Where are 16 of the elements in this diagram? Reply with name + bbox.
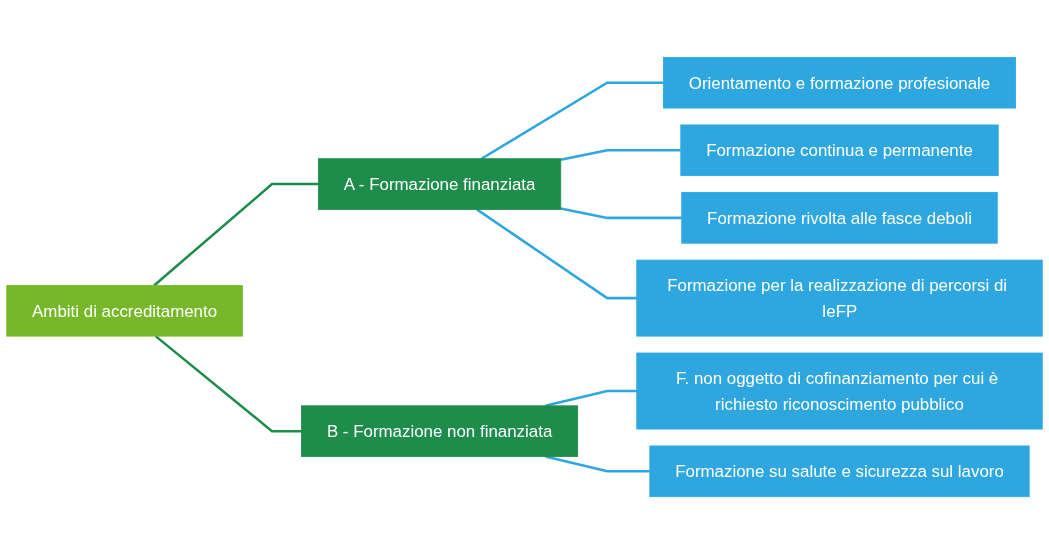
node-box: Formazione per la realizzazione di percorsi di IeFP — [636, 259, 1043, 337]
connector — [560, 207, 682, 220]
connector — [560, 149, 681, 161]
node-box: Orientamento e formazione profesionale — [663, 56, 1016, 109]
node-box: Formazione continua e permanente — [680, 124, 999, 177]
connector — [545, 455, 650, 473]
node-box: A - Formazione finanziata — [318, 158, 562, 210]
connector — [153, 182, 319, 287]
node-box: Formazione rivolta alle fasce deboli — [681, 192, 998, 244]
node-box: F. non oggetto di cofinanziamento per cui è richiesto riconoscimento pubblico — [636, 352, 1043, 430]
connector — [476, 208, 637, 300]
connector — [480, 81, 664, 160]
node-box: B - Formazione non finanziata — [301, 405, 579, 457]
node-box: Formazione su salute e sicurezza sul lavoro — [649, 445, 1030, 498]
connector — [154, 335, 302, 433]
node-box: Ambiti di accreditamento — [6, 285, 243, 337]
